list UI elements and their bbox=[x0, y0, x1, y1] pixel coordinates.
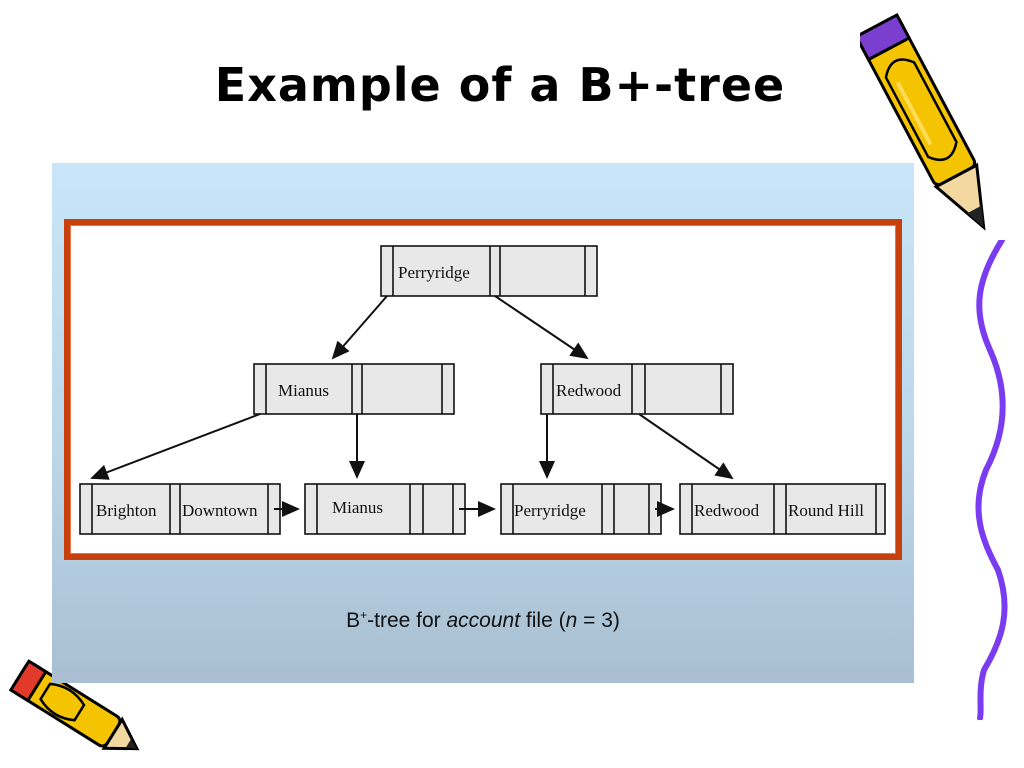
leaf-node-2: Mianus bbox=[304, 483, 466, 535]
btree-diagram: Perryridge Mianus Redwood bbox=[79, 245, 886, 535]
internal-node-left: Mianus bbox=[253, 363, 455, 415]
caption-italic-word: account bbox=[446, 609, 521, 632]
internal-right-key: Redwood bbox=[556, 381, 622, 400]
caption-part3: = 3) bbox=[577, 609, 620, 632]
leaf-4-key-2: Round Hill bbox=[788, 501, 864, 520]
caption-prefix: B bbox=[346, 609, 361, 632]
pointer-redwood-right bbox=[638, 413, 734, 480]
internal-node-right: Redwood bbox=[540, 363, 734, 415]
caption-part2: file ( bbox=[520, 609, 566, 632]
pencil-icon bbox=[8, 659, 140, 751]
leaf-4-key-1: Redwood bbox=[694, 501, 760, 520]
figure-panel: Perryridge Mianus Redwood bbox=[52, 163, 914, 683]
root-key: Perryridge bbox=[398, 263, 470, 282]
pencil-icon bbox=[860, 12, 986, 231]
leaf-1-key-2: Downtown bbox=[182, 501, 258, 520]
figure-caption: B+-tree for account file (n = 3) bbox=[52, 608, 914, 633]
leaf-2-key-1: Mianus bbox=[332, 498, 383, 517]
leaf-3-key-1: Perryridge bbox=[514, 501, 586, 520]
leaf-1-key-1: Brighton bbox=[96, 501, 157, 520]
diagram-frame: Perryridge Mianus Redwood bbox=[64, 219, 902, 560]
caption-part1: -tree for bbox=[367, 609, 447, 632]
leaf-node-3: Perryridge bbox=[500, 483, 662, 535]
caption-italic-var: n bbox=[565, 609, 578, 632]
leaf-node-1: Brighton Downtown bbox=[79, 483, 281, 535]
pointer-mianus-left bbox=[90, 413, 261, 480]
internal-left-key: Mianus bbox=[278, 381, 329, 400]
tree-pointers bbox=[90, 295, 734, 480]
root-node: Perryridge bbox=[380, 245, 598, 297]
pointer-root-right bbox=[494, 295, 589, 360]
pointer-root-left bbox=[331, 295, 388, 360]
leaf-node-4: Redwood Round Hill bbox=[679, 483, 886, 535]
wavy-line-decoration bbox=[975, 240, 1008, 720]
slide-title: Example of a B+-tree bbox=[214, 58, 786, 112]
caption-superscript: + bbox=[360, 608, 368, 622]
